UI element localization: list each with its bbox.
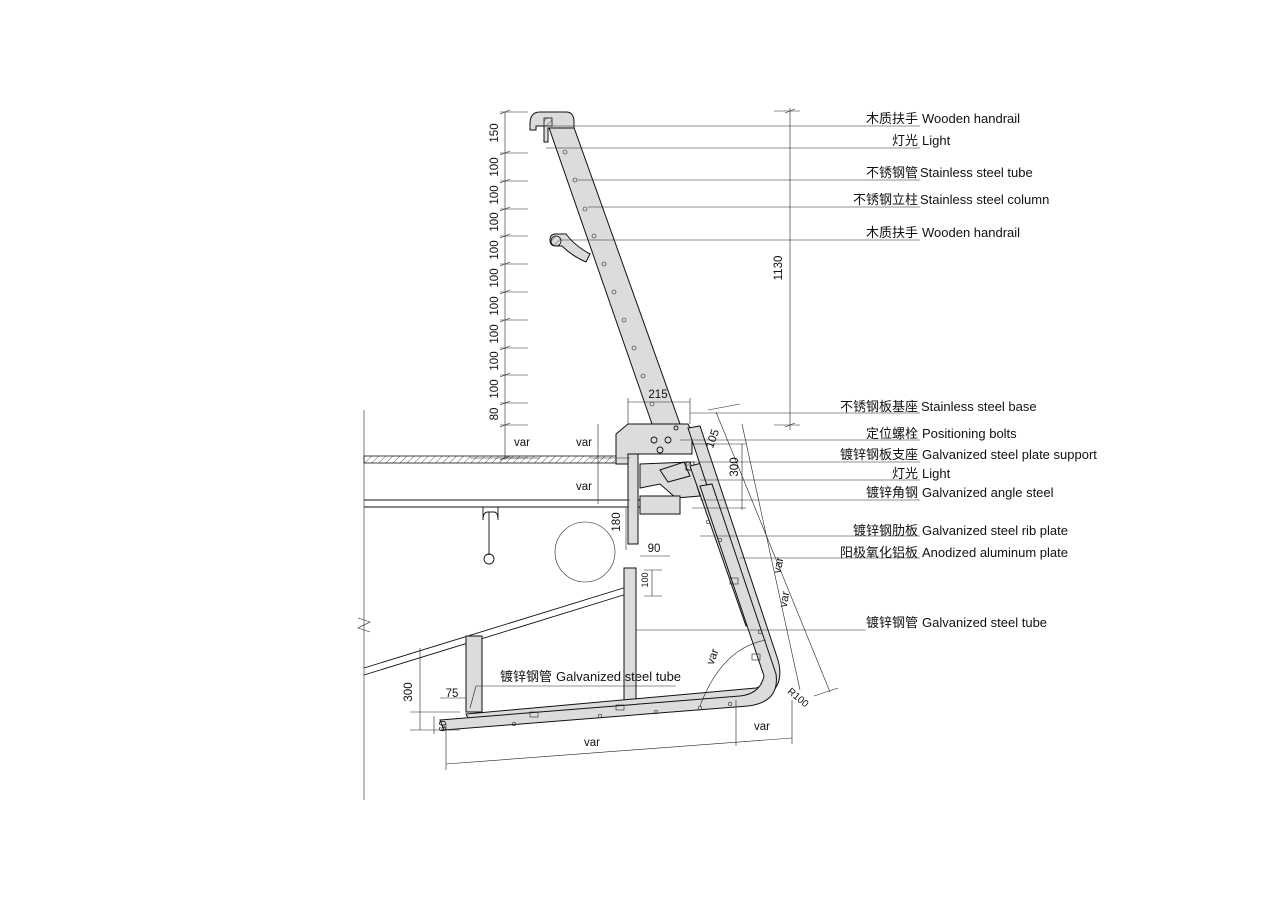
callout-6: 不锈钢板基座 bbox=[840, 399, 918, 414]
dim-var-1: var bbox=[514, 437, 530, 449]
dim-215: 215 bbox=[648, 389, 667, 401]
dim-100-b: 100 bbox=[489, 185, 501, 204]
callout-labels: 木质扶手 Wooden handrail 灯光 Light 不锈钢管 Stain… bbox=[500, 111, 1097, 684]
callout-13: 镀锌钢管 bbox=[866, 615, 918, 630]
dim-100-h: 100 bbox=[489, 351, 501, 370]
dimension-text: 150 100 100 100 100 100 100 100 100 100 … bbox=[403, 123, 811, 749]
dimension-lines bbox=[410, 108, 866, 770]
dim-180: 180 bbox=[611, 512, 623, 531]
dim-var-2: var bbox=[576, 437, 592, 449]
galvanized-steel-tube-bottom bbox=[439, 483, 777, 731]
callout-2-en: Light bbox=[922, 133, 951, 148]
callout-9-en: Light bbox=[922, 466, 951, 481]
dim-100-f: 100 bbox=[489, 296, 501, 315]
callout-13-en: Galvanized steel tube bbox=[922, 615, 1047, 630]
dim-60: 60 bbox=[438, 720, 449, 732]
dim-150: 150 bbox=[489, 123, 501, 142]
dim-100-d: 100 bbox=[489, 240, 501, 259]
dim-90: 90 bbox=[648, 543, 661, 555]
dim-80: 80 bbox=[489, 408, 501, 421]
dim-100-c: 100 bbox=[489, 212, 501, 231]
dim-100-a: 100 bbox=[489, 157, 501, 176]
galvanized-post-right bbox=[623, 567, 637, 709]
callout-11: 镀锌钢肋板 bbox=[853, 523, 918, 538]
dim-var-slope-2: var bbox=[778, 590, 793, 608]
dim-100-e: 100 bbox=[489, 268, 501, 287]
callout-11-en: Galvanized steel rib plate bbox=[922, 523, 1068, 538]
callout-4: 不锈钢立柱 bbox=[853, 192, 918, 207]
dim-var-bottom-left: var bbox=[584, 737, 600, 749]
callout-3: 不锈钢管 bbox=[866, 165, 918, 180]
top-wooden-handrail bbox=[529, 111, 575, 143]
pipe-circle bbox=[554, 521, 616, 583]
dim-100-g: 100 bbox=[489, 324, 501, 343]
dim-100-i: 100 bbox=[489, 379, 501, 398]
railing-body bbox=[439, 111, 781, 731]
dim-1130: 1130 bbox=[773, 256, 785, 281]
callout-7: 定位螺栓 bbox=[866, 426, 918, 441]
callout-2: 灯光 bbox=[892, 133, 918, 148]
stainless-steel-column bbox=[546, 121, 681, 425]
dim-var-angle: var bbox=[705, 647, 722, 666]
dim-var-slope-1: var bbox=[772, 556, 787, 574]
callout-14-en: Galvanized steel tube bbox=[556, 669, 681, 684]
bottom-tube-fasteners bbox=[511, 519, 763, 727]
dim-100-small: 100 bbox=[640, 572, 650, 587]
galvanized-post-left bbox=[465, 635, 483, 713]
column-fasteners bbox=[562, 149, 655, 407]
callout-4-en: Stainless steel column bbox=[920, 192, 1049, 207]
callout-1: 木质扶手 bbox=[866, 111, 918, 126]
callout-10: 镀锌角钢 bbox=[866, 485, 918, 500]
callout-6-en: Stainless steel base bbox=[921, 399, 1037, 414]
callout-5: 木质扶手 bbox=[866, 225, 918, 240]
callout-7-en: Positioning bolts bbox=[922, 426, 1017, 441]
callout-12: 阳极氧化铝板 bbox=[840, 545, 918, 560]
dim-var-3: var bbox=[576, 481, 592, 493]
callout-8-en: Galvanized steel plate support bbox=[922, 447, 1097, 462]
callout-3-en: Stainless steel tube bbox=[920, 165, 1033, 180]
callout-5-en: Wooden handrail bbox=[922, 225, 1020, 240]
callout-9: 灯光 bbox=[892, 466, 918, 481]
dim-105: 105 bbox=[704, 428, 722, 450]
callout-10-en: Galvanized angle steel bbox=[922, 485, 1054, 500]
building-structure bbox=[357, 410, 640, 800]
dim-radius: R100 bbox=[785, 686, 811, 710]
dim-300-top: 300 bbox=[729, 457, 741, 476]
callout-12-en: Anodized aluminum plate bbox=[922, 545, 1068, 560]
dim-75: 75 bbox=[446, 688, 459, 700]
callout-1-en: Wooden handrail bbox=[922, 111, 1020, 126]
leader-lines bbox=[469, 125, 920, 709]
positioning-bolts bbox=[650, 425, 679, 454]
dim-300-bottom: 300 bbox=[403, 682, 415, 701]
callout-14: 镀锌钢管 bbox=[500, 669, 552, 684]
floor-slab bbox=[363, 455, 623, 464]
callout-8: 镀锌钢板支座 bbox=[840, 447, 918, 462]
dim-var-bottom-right: var bbox=[754, 721, 770, 733]
